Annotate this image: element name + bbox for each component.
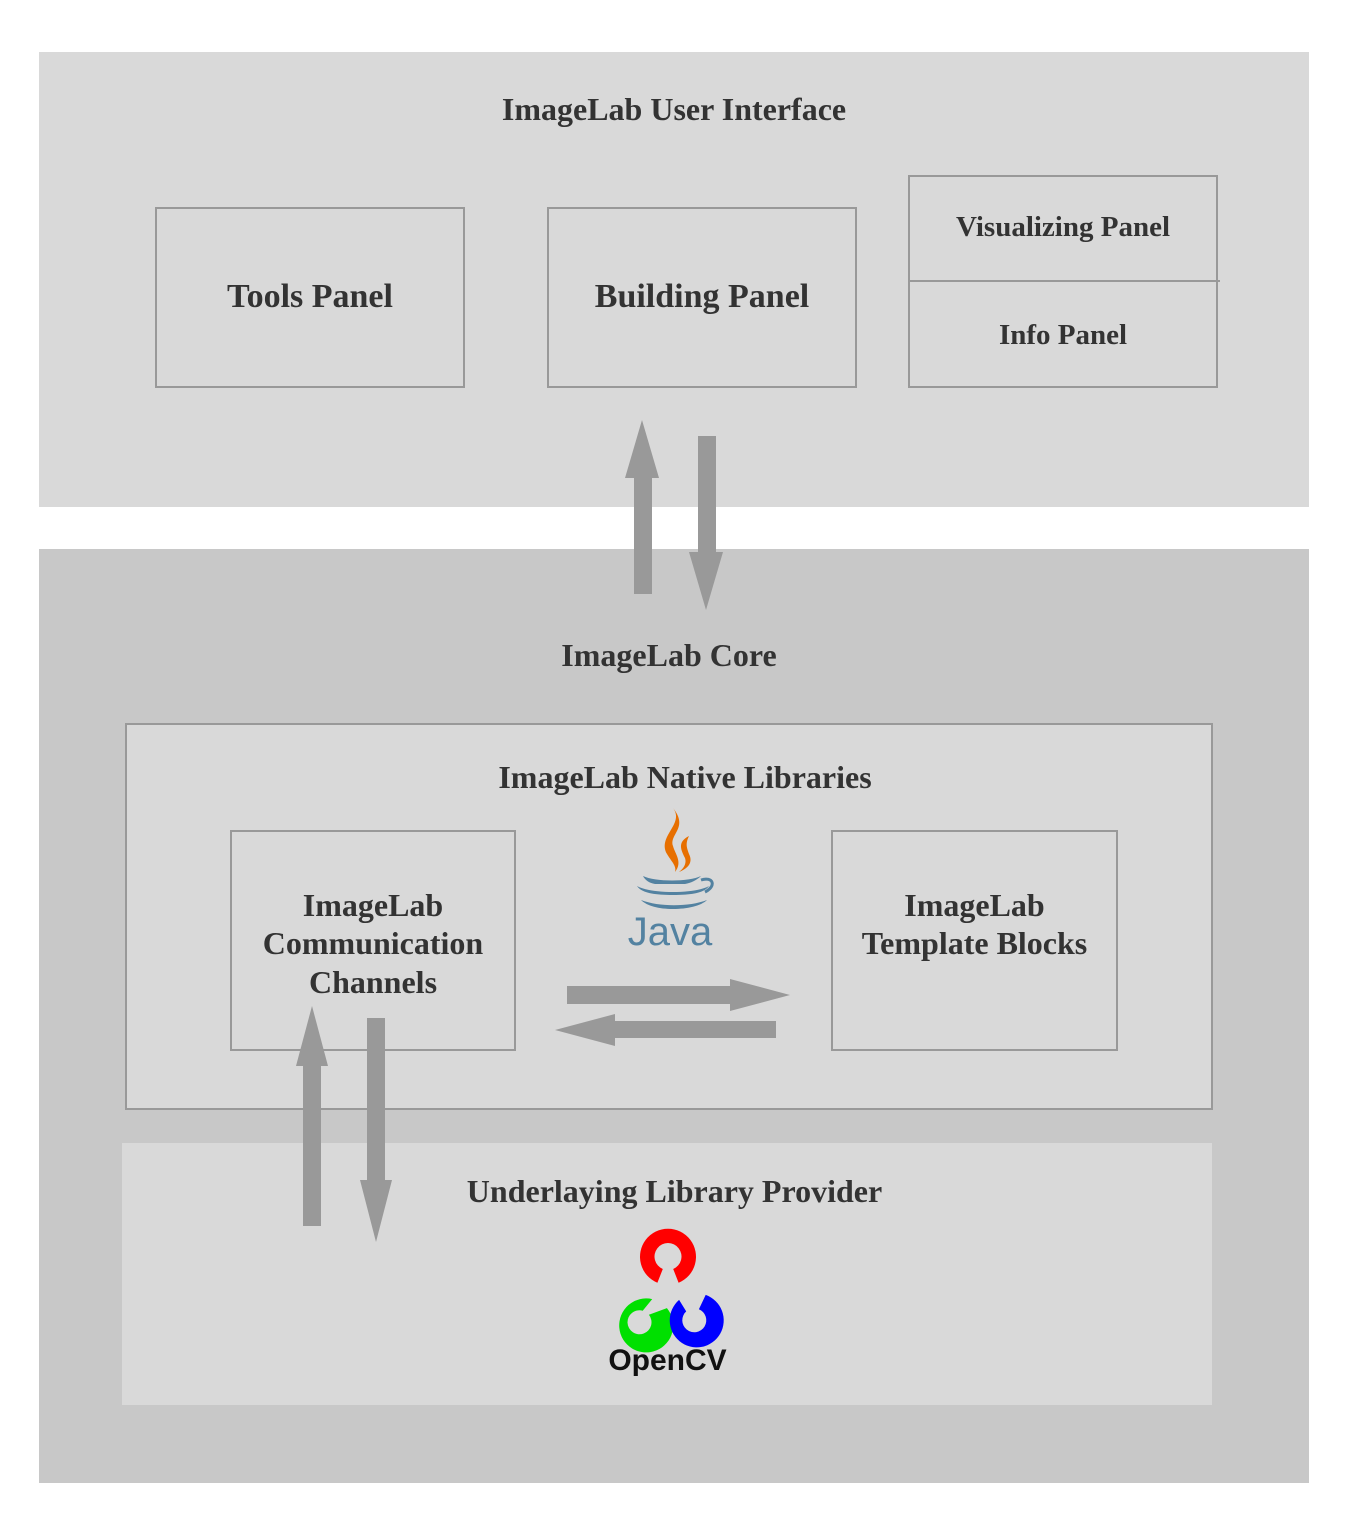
arrow-up-channels [296,1006,328,1226]
arrow-down-core [689,436,723,610]
visualizing-info-panel-group: Visualizing Panel Info Panel [908,175,1220,388]
opencv-logo: OpenCV [600,1228,735,1388]
tools-panel-label: Tools Panel [227,278,393,316]
java-logo-text: Java [627,910,713,954]
opencv-logo-text: OpenCV [608,1344,727,1377]
communication-channels-label: ImageLab Communication Channels [262,887,484,1000]
arrow-down-provider [360,1018,392,1242]
user-interface-title: ImageLab User Interface [501,91,847,127]
info-panel-label: Info Panel [998,319,1128,351]
visualizing-panel-label: Visualizing Panel [955,211,1171,243]
core-title: ImageLab Core [561,637,777,673]
tools-panel: Tools Panel [155,207,465,388]
panel-divider [908,280,1220,282]
opencv-rings-icon [619,1228,724,1353]
library-provider-title: Underlaying Library Provider [466,1173,883,1209]
native-libraries-title: ImageLab Native Libraries [498,759,872,795]
java-logo: Java [615,806,725,966]
communication-channels-box: ImageLab Communication Channels [230,830,516,1051]
java-cup-icon [637,808,714,909]
arrow-left-channels [555,1014,776,1046]
building-panel: Building Panel [547,207,857,388]
template-blocks-box: ImageLab Template Blocks [831,830,1118,1051]
building-panel-label: Building Panel [594,278,810,315]
template-blocks-label: ImageLab Template Blocks [861,887,1088,962]
arrow-right-template [567,979,790,1011]
arrow-up-ui [625,420,659,594]
